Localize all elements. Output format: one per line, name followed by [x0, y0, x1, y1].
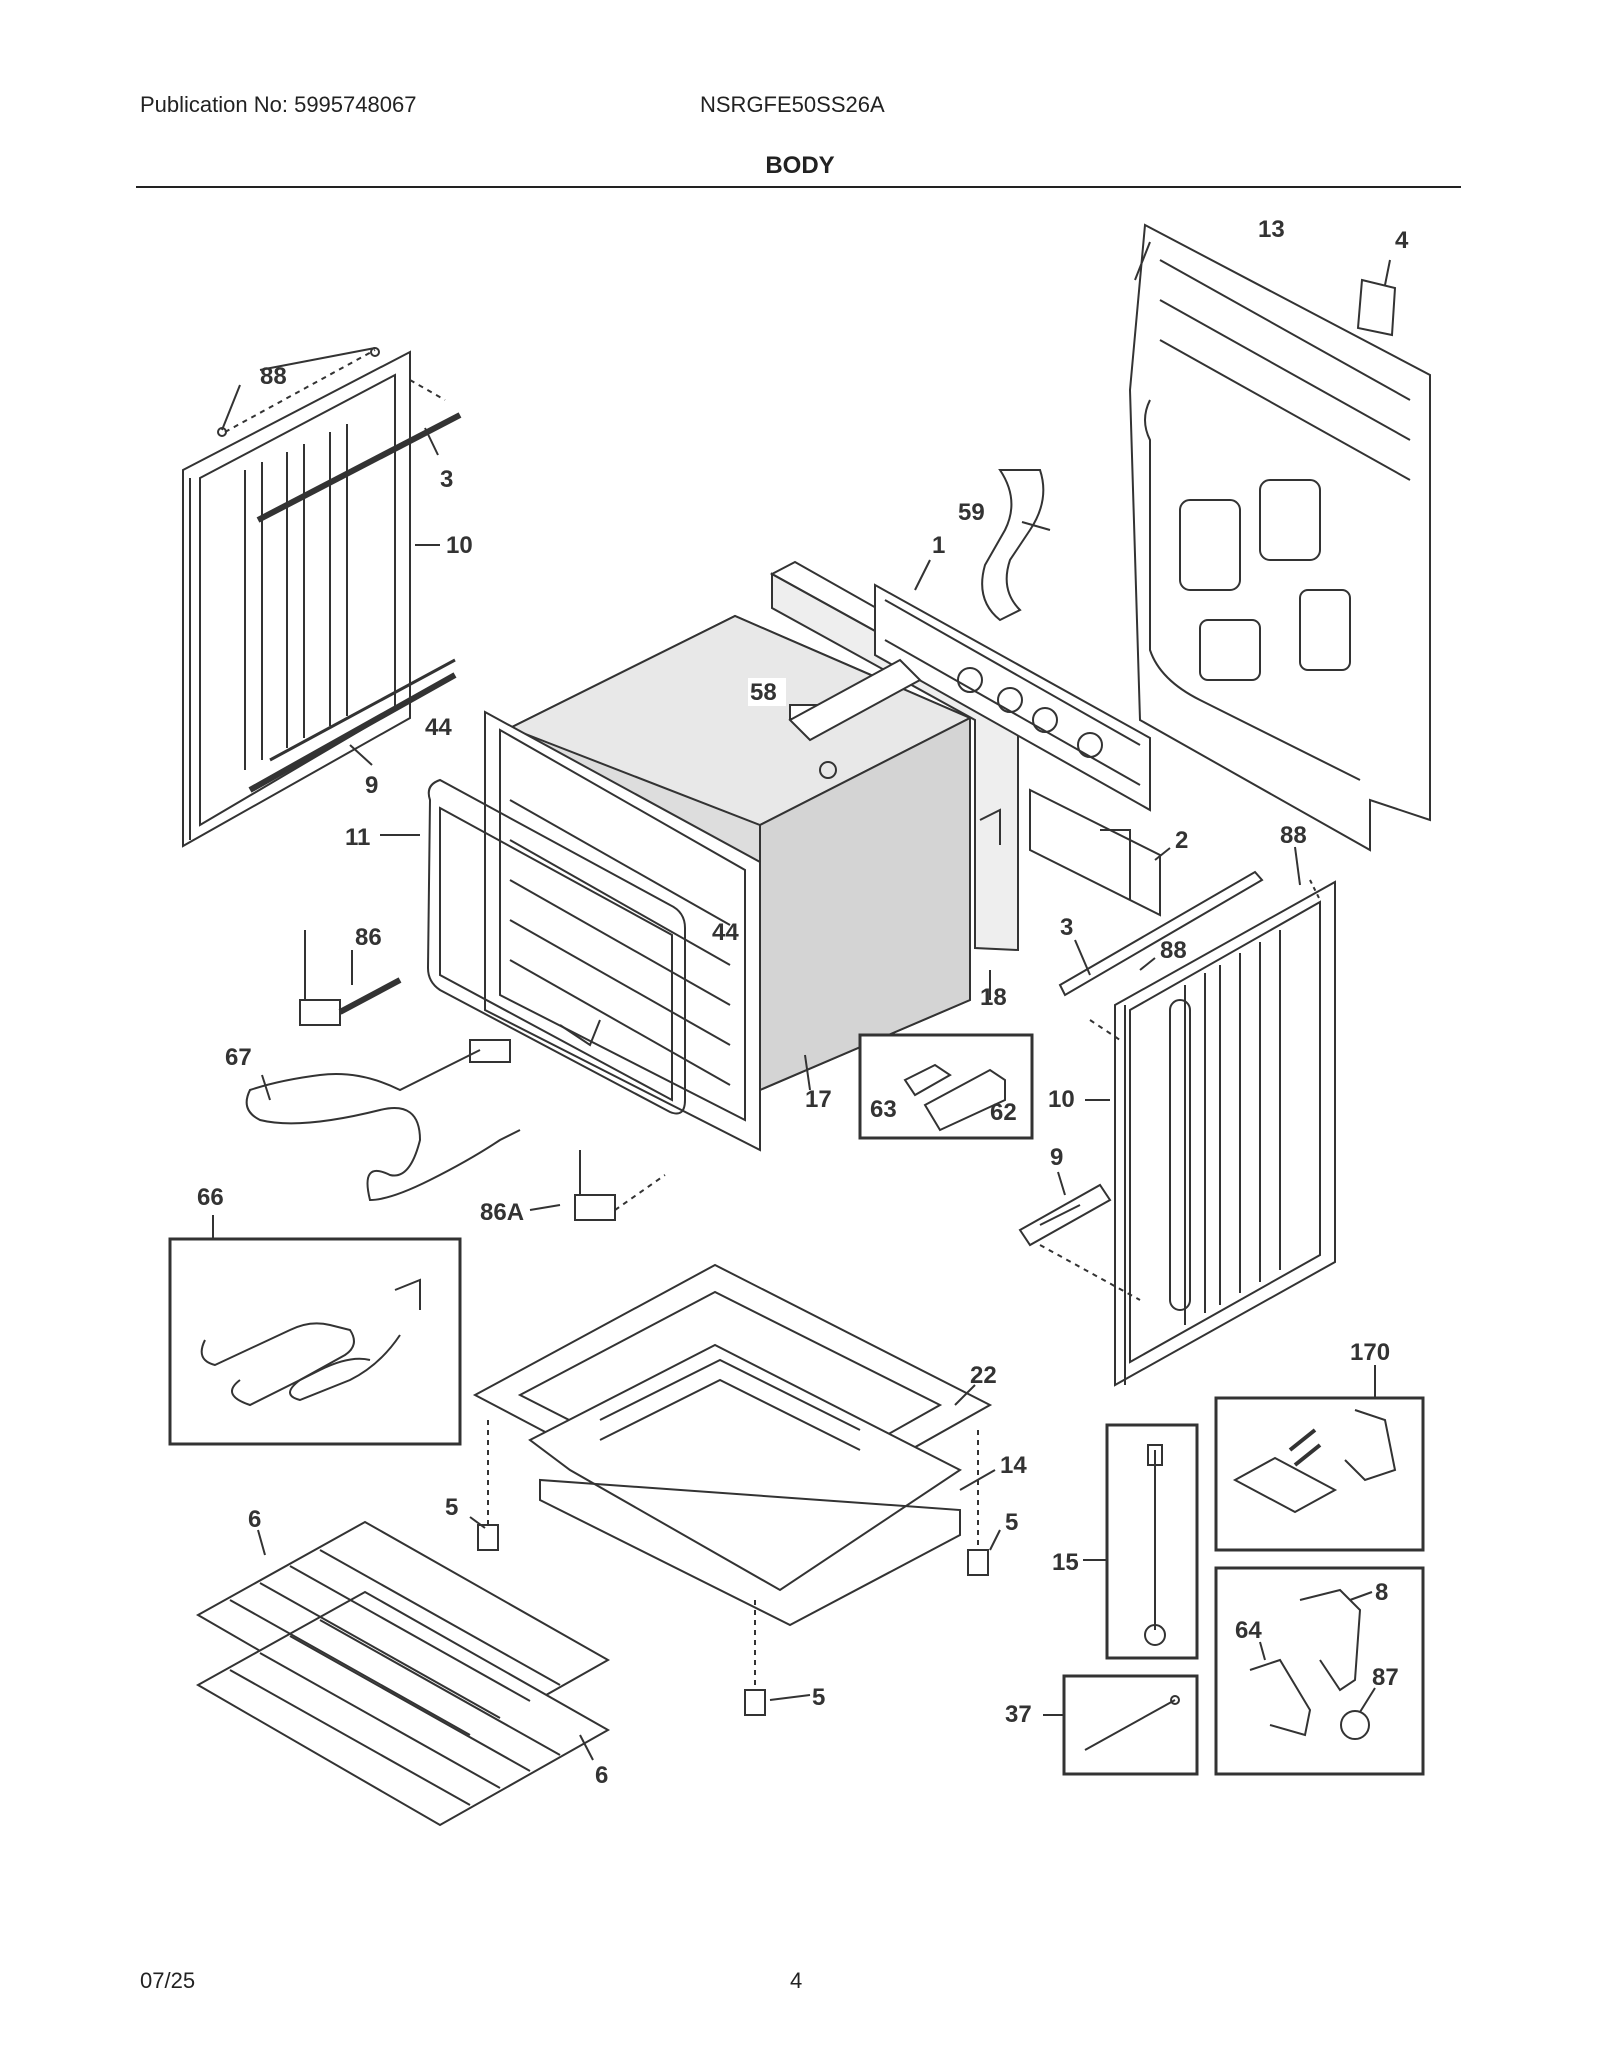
callout-10: 10 — [1048, 1086, 1075, 1113]
callout-37: 37 — [1005, 1701, 1032, 1728]
callout-3: 3 — [1060, 914, 1073, 941]
header-divider — [136, 186, 1461, 188]
page-number: 4 — [790, 1968, 803, 1993]
callout-5: 5 — [445, 1494, 458, 1521]
callout-9: 9 — [1050, 1144, 1063, 1171]
callout-15: 15 — [1052, 1549, 1079, 1576]
footer-date: 07/25 — [140, 1968, 196, 1993]
callout-88: 88 — [1160, 937, 1187, 964]
sensor-inset-box — [1105, 1423, 1199, 1660]
callout-11: 11 — [345, 824, 370, 851]
control-bracket — [874, 583, 1151, 812]
callout-87: 87 — [1372, 1664, 1399, 1691]
right-side-panel — [1114, 880, 1336, 1387]
left-side-panel — [182, 350, 462, 848]
callout-59: 59 — [958, 499, 985, 526]
callout-67: 67 — [225, 1044, 252, 1071]
publication-number: Publication No: 5995748067 — [140, 92, 417, 117]
callout-88: 88 — [1280, 822, 1307, 849]
accessory-kit-inset-box — [1214, 1396, 1425, 1552]
callout-10: 10 — [446, 532, 473, 559]
callout-17: 17 — [805, 1086, 832, 1113]
bake-element — [245, 1019, 601, 1202]
callout-6: 6 — [595, 1762, 608, 1789]
wire-harness — [981, 469, 1045, 622]
callout-1: 1 — [932, 532, 945, 559]
callout-170: 170 — [1350, 1339, 1390, 1366]
leveler-legs — [477, 1420, 989, 1716]
oven-cavity — [484, 614, 973, 1152]
section-title: BODY — [765, 152, 835, 179]
callout-88: 88 — [260, 363, 287, 390]
callout-66: 66 — [197, 1184, 224, 1211]
callout-62: 62 — [990, 1099, 1017, 1126]
callout-64: 64 — [1235, 1617, 1262, 1644]
callout-58: 58 — [750, 679, 777, 706]
callout-86a: 86A — [480, 1199, 524, 1226]
callout-8: 8 — [1375, 1579, 1388, 1606]
callout-4: 4 — [1395, 227, 1409, 254]
callout-5: 5 — [1005, 1509, 1018, 1536]
callout-22: 22 — [970, 1362, 997, 1389]
bottom-tray — [472, 1263, 993, 1627]
thermocouple-inset-box — [1062, 1674, 1199, 1776]
callout-5: 5 — [812, 1684, 825, 1711]
oven-racks — [195, 1520, 611, 1827]
callout-9: 9 — [365, 772, 378, 799]
callout-63: 63 — [870, 1096, 897, 1123]
broil-element-inset-box — [168, 1237, 462, 1446]
callout-13: 13 — [1258, 216, 1285, 243]
callout-labels: 88 3 10 9 44 11 86 67 86A 66 59 1 58 44 … — [197, 216, 1409, 1789]
model-number: NSRGFE50SS26A — [700, 92, 885, 117]
bracket-parts-inset-box — [1214, 1566, 1425, 1776]
callout-44: 44 — [425, 714, 452, 741]
door-gasket — [426, 778, 686, 1115]
callout-14: 14 — [1000, 1452, 1027, 1479]
callout-86: 86 — [355, 924, 382, 951]
callout-2: 2 — [1175, 827, 1188, 854]
callout-6: 6 — [248, 1506, 261, 1533]
callout-3: 3 — [440, 466, 453, 493]
broil-element — [200, 1278, 421, 1407]
callout-44: 44 — [712, 919, 739, 946]
grommet-inset-box — [858, 1033, 1034, 1140]
back-panel — [1128, 223, 1431, 852]
callout-18: 18 — [980, 984, 1007, 1011]
